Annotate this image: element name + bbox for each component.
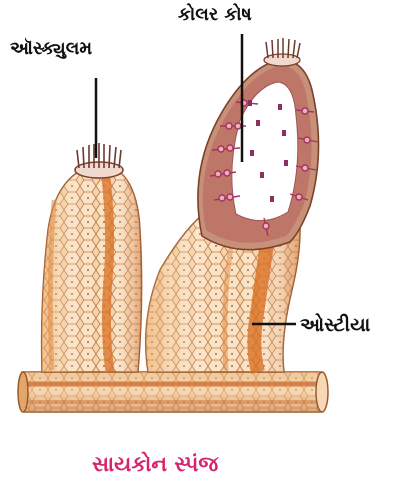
osculum-opening: [75, 143, 123, 178]
label-ostia: ઓસ્ટીયા: [300, 314, 370, 336]
label-osculum: ઑસ્ક્યુલમ: [10, 38, 92, 59]
figure-caption: સાયકોન સ્પંજ: [92, 452, 218, 477]
collar-cell-section: [198, 60, 319, 250]
right-osculum-opening: [264, 38, 300, 66]
label-collar-cells: કોલર કોષ: [178, 4, 252, 25]
sponge-left-body: [42, 172, 142, 372]
sponge-base-stalk: [18, 372, 328, 412]
